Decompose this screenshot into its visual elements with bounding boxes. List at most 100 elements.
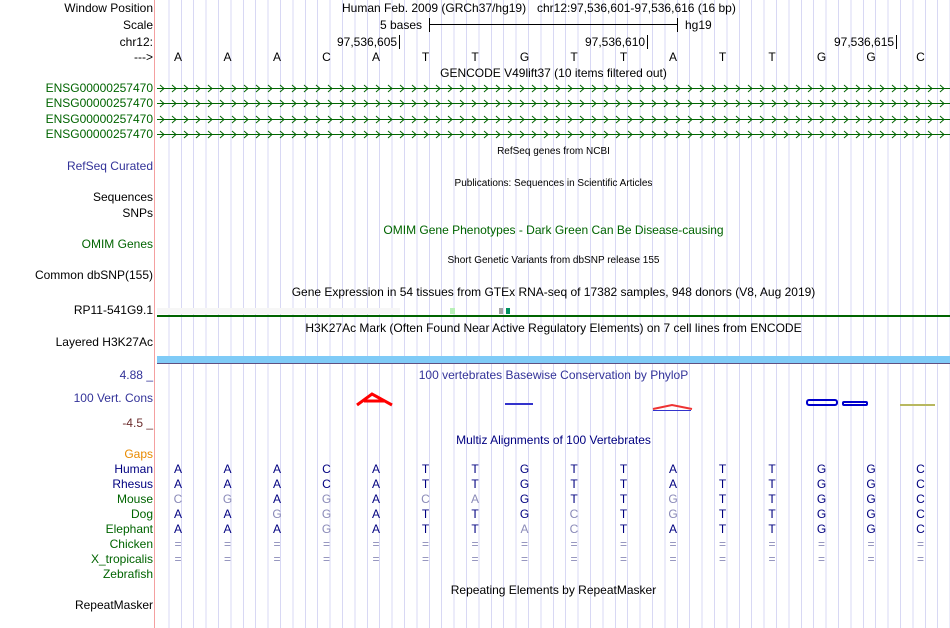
label-strand[interactable]: ---> bbox=[134, 50, 153, 64]
alignment-base: = bbox=[718, 552, 726, 566]
gtex-gene-line bbox=[157, 315, 950, 317]
alignment-base: A bbox=[371, 477, 380, 491]
label-refseq[interactable]: RefSeq Curated bbox=[66, 159, 153, 173]
sequence-base: T bbox=[570, 50, 578, 64]
gencode-title[interactable]: GENCODE V49lift37 (10 items filtered out… bbox=[440, 66, 667, 80]
gencode-item-label[interactable]: ENSG00000257470 bbox=[45, 111, 153, 126]
gtex-bar[interactable] bbox=[157, 308, 510, 314]
label-window-position: Window Position bbox=[64, 1, 153, 15]
alignment-base: G bbox=[866, 462, 876, 476]
species-label[interactable]: Zebrafish bbox=[102, 567, 153, 581]
alignment-base: C bbox=[916, 492, 925, 506]
alignment-base: A bbox=[371, 492, 380, 506]
alignment-base: C bbox=[322, 462, 331, 476]
label-snps[interactable]: SNPs bbox=[122, 206, 153, 220]
alignment-base: A bbox=[272, 462, 281, 476]
gtex-tissue-bar bbox=[506, 308, 510, 314]
phylop-letter-g bbox=[842, 401, 868, 406]
sequence-base: C bbox=[322, 50, 331, 64]
gencode-item-label[interactable]: ENSG00000257470 bbox=[45, 126, 153, 141]
gencode-item-feature[interactable] bbox=[157, 84, 950, 93]
alignment-base: A bbox=[520, 522, 529, 536]
alignment-base: = bbox=[372, 552, 380, 566]
publications-title[interactable]: Publications: Sequences in Scientific Ar… bbox=[454, 178, 653, 189]
alignment-base: T bbox=[718, 492, 727, 506]
repeatmasker-title[interactable]: Repeating Elements by RepeatMasker bbox=[450, 583, 657, 597]
gencode-item-feature[interactable] bbox=[157, 99, 950, 108]
multiz-title[interactable]: Multiz Alignments of 100 Vertebrates bbox=[456, 433, 651, 447]
label-scale: Scale bbox=[122, 18, 153, 32]
tick-label: 97,536,605 bbox=[337, 35, 401, 49]
gencode-item-feature[interactable] bbox=[157, 115, 950, 124]
phylop-letter-a bbox=[652, 403, 693, 410]
alignment-base: = bbox=[570, 552, 578, 566]
alignment-base: T bbox=[768, 492, 776, 506]
phylop-bar bbox=[653, 410, 691, 411]
alignment-base: = bbox=[421, 537, 429, 551]
alignment-base: C bbox=[916, 507, 925, 521]
scale-label: 5 bases bbox=[380, 18, 423, 32]
label-chrom: chr12: bbox=[119, 35, 153, 49]
gtex-title[interactable]: Gene Expression in 54 tissues from GTEx … bbox=[291, 285, 816, 299]
label-dbsnp[interactable]: Common dbSNP(155) bbox=[34, 268, 153, 282]
phylop-bar bbox=[900, 404, 935, 406]
alignment-base: = bbox=[669, 537, 677, 551]
base-grid bbox=[157, 0, 950, 628]
label-sequences[interactable]: Sequences bbox=[92, 190, 153, 204]
alignment-base: C bbox=[569, 522, 579, 536]
alignment-base: = bbox=[273, 537, 281, 551]
alignment-base: T bbox=[570, 477, 578, 491]
gencode-item-label[interactable]: ENSG00000257470 bbox=[45, 96, 153, 111]
alignment-base: A bbox=[173, 462, 182, 476]
gencode-item-label[interactable]: ENSG00000257470 bbox=[45, 81, 153, 95]
species-label[interactable]: Rhesus bbox=[112, 477, 153, 491]
label-h3k27ac[interactable]: Layered H3K27Ac bbox=[55, 335, 153, 349]
alignment-base: T bbox=[768, 507, 776, 521]
alignment-base: = bbox=[223, 552, 231, 566]
alignment-base: A bbox=[223, 522, 232, 536]
label-gtex-gene[interactable]: RP11-541G9.1 bbox=[73, 303, 153, 317]
phylop-title[interactable]: 100 vertebrates Basewise Conservation by… bbox=[418, 368, 689, 382]
alignment-base: = bbox=[768, 552, 776, 566]
sequence-base: T bbox=[768, 50, 776, 64]
alignment-base: A bbox=[223, 507, 232, 521]
alignment-base: T bbox=[718, 507, 727, 521]
alignment-base: = bbox=[570, 537, 578, 551]
refseq-title[interactable]: RefSeq genes from NCBI bbox=[497, 146, 610, 157]
alignment-base: G bbox=[866, 492, 876, 506]
alignment-base: T bbox=[619, 507, 628, 521]
species-label[interactable]: Chicken bbox=[109, 537, 153, 551]
omim-title[interactable]: OMIM Gene Phenotypes - Dark Green Can Be… bbox=[383, 223, 724, 237]
alignment-base: T bbox=[619, 462, 628, 476]
alignment-base: = bbox=[619, 552, 627, 566]
gencode-item-feature[interactable] bbox=[157, 130, 950, 139]
label-repeatmasker[interactable]: RepeatMasker bbox=[74, 598, 153, 612]
alignment-base: G bbox=[272, 507, 282, 521]
species-label[interactable]: Human bbox=[114, 462, 153, 476]
alignment-base: T bbox=[471, 507, 479, 521]
alignment-base: C bbox=[322, 477, 331, 491]
alignment-base: C bbox=[421, 492, 430, 506]
species-label[interactable]: Mouse bbox=[116, 492, 153, 506]
tick-label: 97,536,610 bbox=[585, 35, 649, 49]
alignment-base: T bbox=[768, 477, 776, 491]
h3k27ac-signal bbox=[157, 356, 950, 363]
alignment-base: = bbox=[322, 537, 330, 551]
label-omim[interactable]: OMIM Genes bbox=[81, 237, 153, 251]
alignment-base: A bbox=[668, 477, 677, 491]
alignment-base: G bbox=[321, 492, 332, 506]
h3k27ac-title[interactable]: H3K27Ac Mark (Often Found Near Active Re… bbox=[305, 321, 802, 335]
alignment-base: = bbox=[867, 552, 875, 566]
label-phylop[interactable]: 100 Vert. Cons bbox=[73, 391, 153, 405]
species-label[interactable]: X_tropicalis bbox=[90, 552, 153, 566]
species-label[interactable]: Elephant bbox=[105, 522, 153, 536]
species-label[interactable]: Dog bbox=[130, 507, 153, 521]
phylop-bar bbox=[505, 403, 533, 405]
alignment-base: T bbox=[718, 462, 727, 476]
alignment-base: = bbox=[520, 537, 528, 551]
dbsnp-title[interactable]: Short Genetic Variants from dbSNP releas… bbox=[447, 255, 660, 266]
sequence-base: A bbox=[173, 50, 182, 64]
alignment-base: G bbox=[816, 492, 827, 506]
alignment-base: T bbox=[718, 477, 727, 491]
alignment-base: G bbox=[668, 492, 678, 506]
